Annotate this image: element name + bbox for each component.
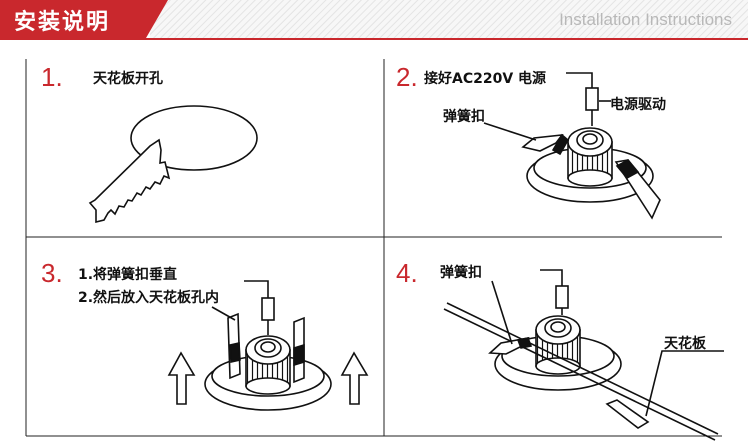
step-4-label-clip: 弹簧扣 [440,265,482,281]
header-bar: 安装说明 Installation Instructions [0,0,748,40]
step-1-label: 天花板开孔 [93,71,163,87]
step-3-illustration [167,280,369,411]
step-3-number: 3. [41,258,63,288]
step-3-label-1: 1.将弹簧扣垂直 [78,267,178,283]
step-2-number: 2. [396,62,418,92]
step-4-number: 4. [396,258,418,288]
step-3-label-2: 2.然后放入天花板孔内 [78,290,220,306]
page-subtitle: Installation Instructions [559,10,732,29]
step-1-illustration [88,105,258,224]
step-2-label-power: 接好AC220V 电源 [424,71,547,87]
panel-grid [25,59,722,437]
title-tab [0,0,168,38]
header-stripes [0,0,748,40]
step-4-illustration [443,269,724,441]
step-2-illustration [483,72,661,220]
step-4-label-ceiling: 天花板 [664,336,706,352]
step-2-label-clip: 弹簧扣 [443,109,485,125]
step-2-label-driver: 电源驱动 [610,97,666,113]
page-title: 安装说明 [14,10,111,35]
step-1-number: 1. [41,62,63,92]
